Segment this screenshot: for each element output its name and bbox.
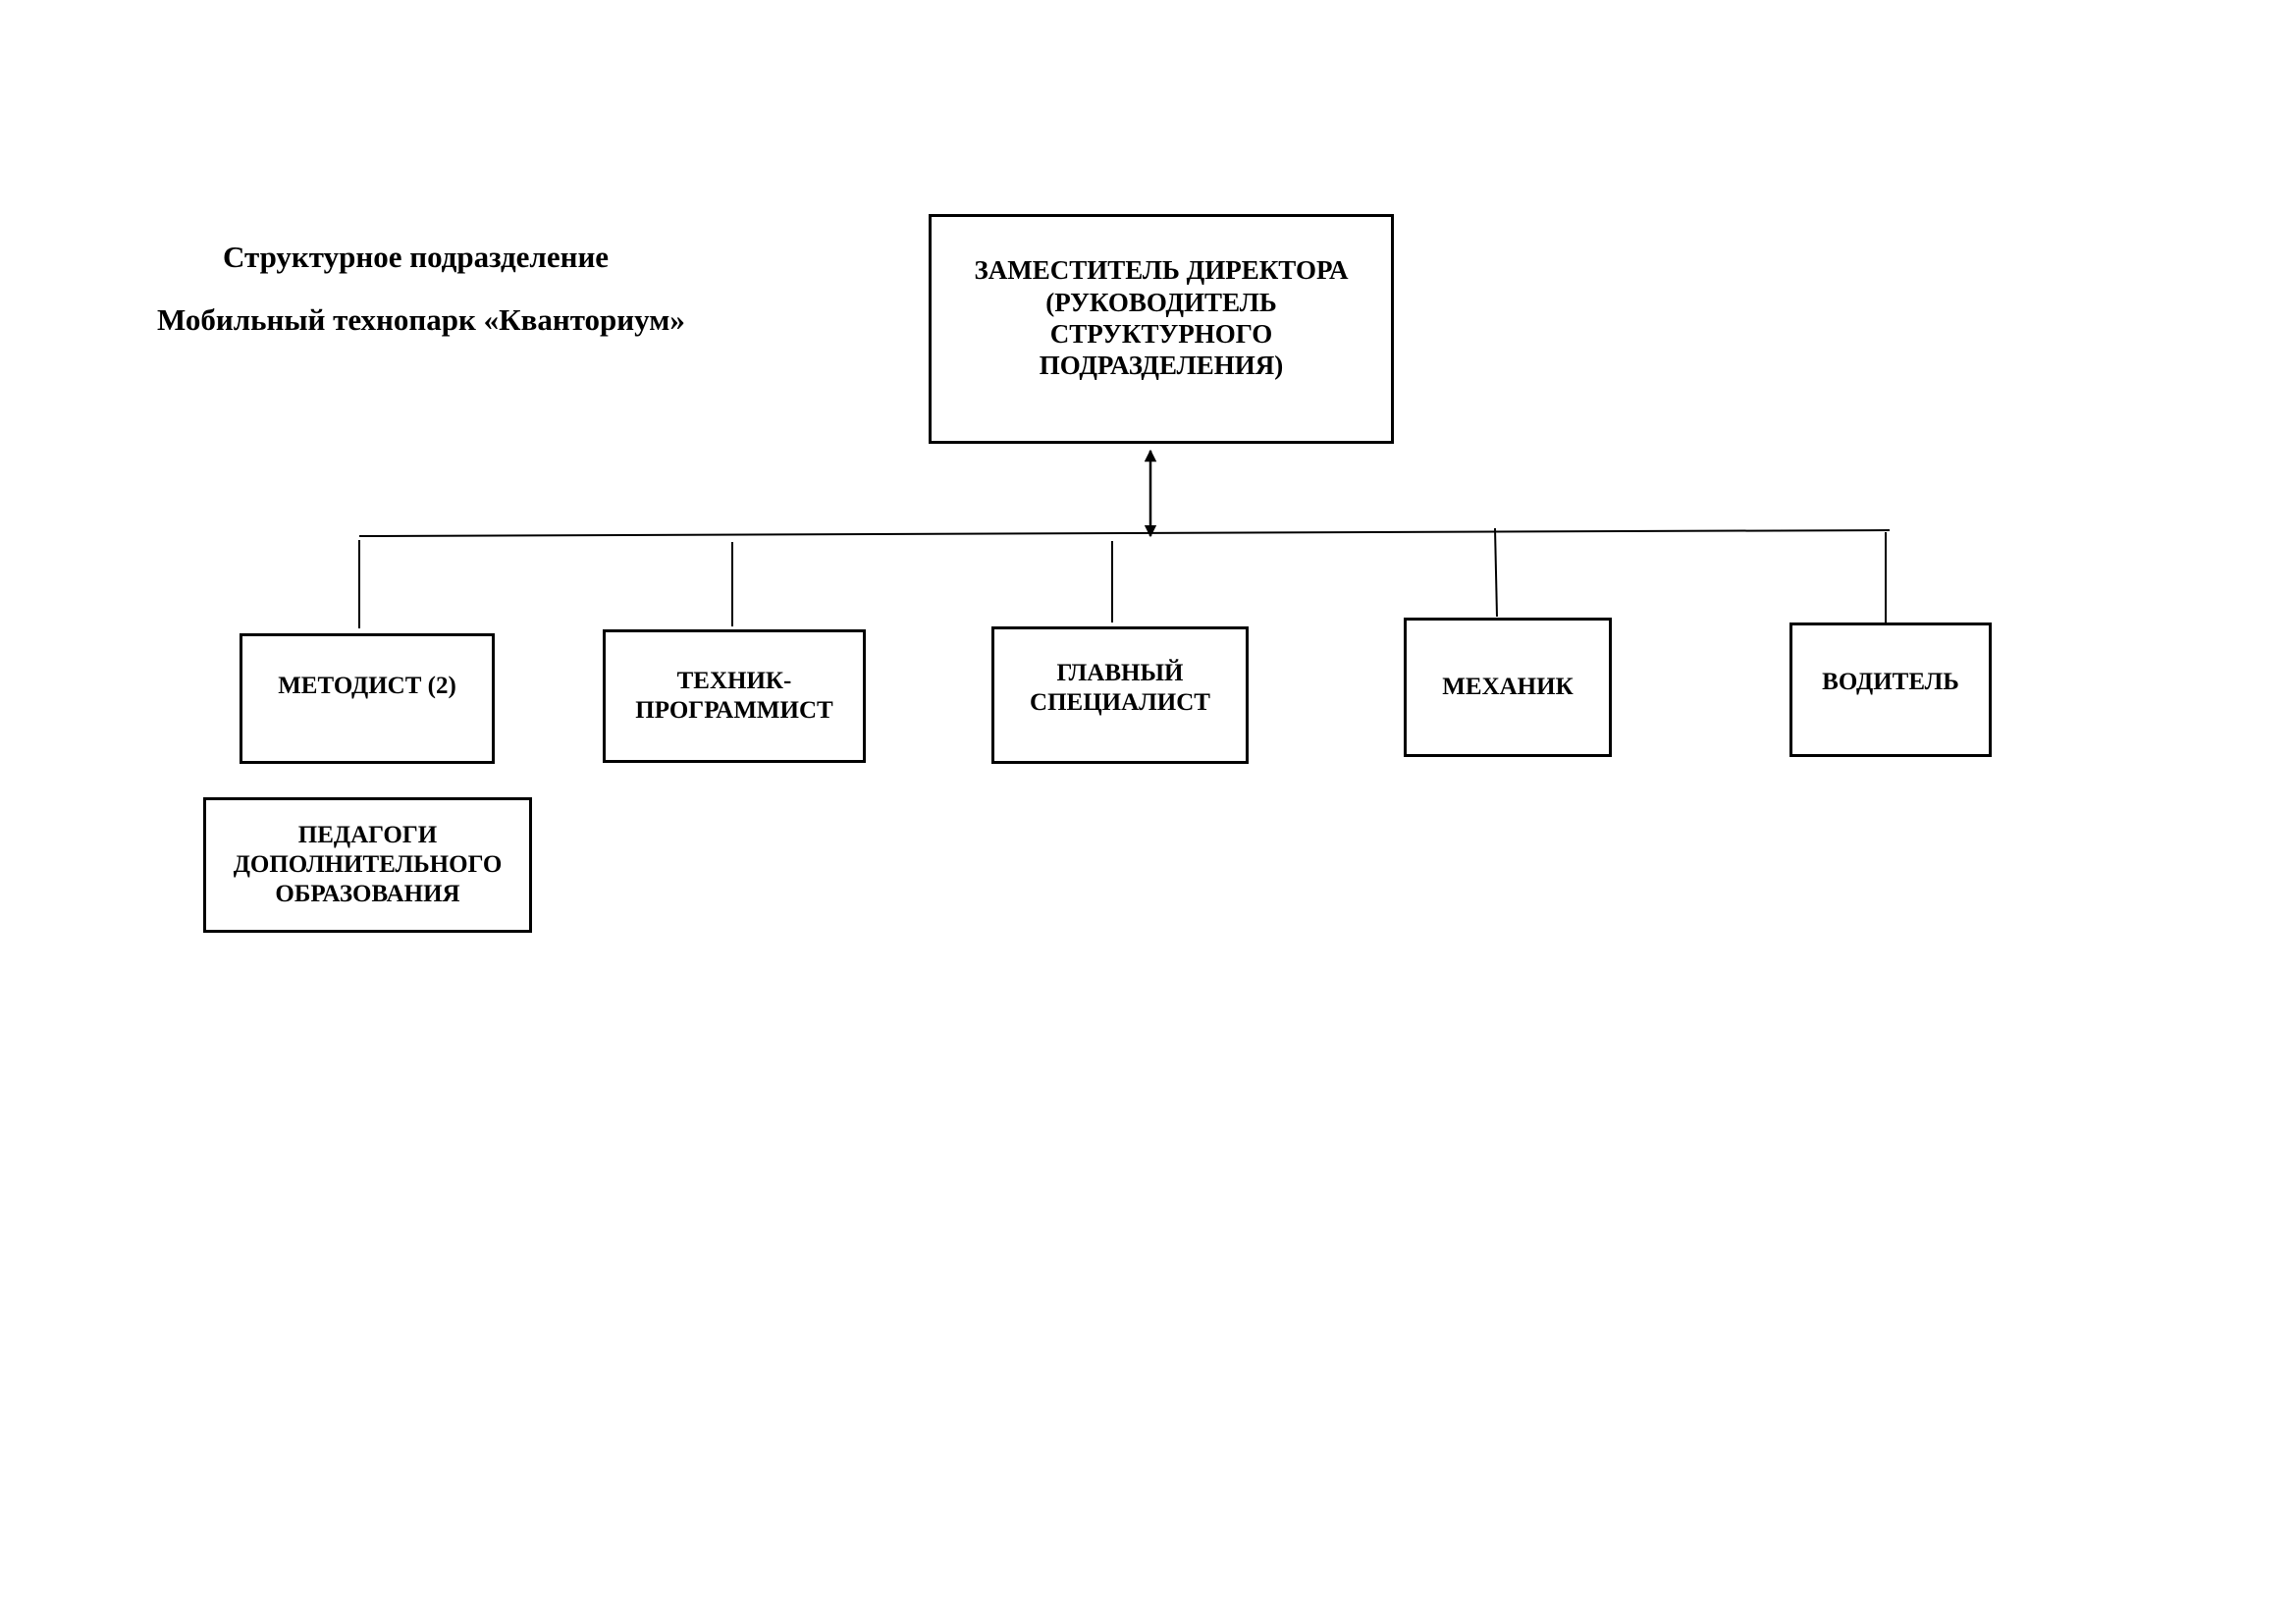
connector-mechanic	[1494, 527, 1498, 618]
director-box: ЗАМЕСТИТЕЛЬ ДИРЕКТОРА (РУКОВОДИТЕЛЬ СТРУ…	[929, 214, 1394, 444]
chief-specialist-box: ГЛАВНЫЙ СПЕЦИАЛИСТ	[991, 626, 1249, 764]
page-subtitle: Мобильный технопарк «Кванториум»	[157, 302, 685, 337]
horizontal-bus-line	[358, 529, 1891, 537]
page-title: Структурное подразделение	[223, 240, 610, 274]
technician-programmer-box: ТЕХНИК- ПРОГРАММИСТ	[603, 629, 866, 763]
additional-education-teachers-box: ПЕДАГОГИ ДОПОЛНИТЕЛЬНОГО ОБРАЗОВАНИЯ	[203, 797, 532, 933]
mechanic-box: МЕХАНИК	[1404, 618, 1612, 757]
driver-box: ВОДИТЕЛЬ	[1789, 623, 1992, 757]
methodist-box: МЕТОДИСТ (2)	[240, 633, 495, 764]
